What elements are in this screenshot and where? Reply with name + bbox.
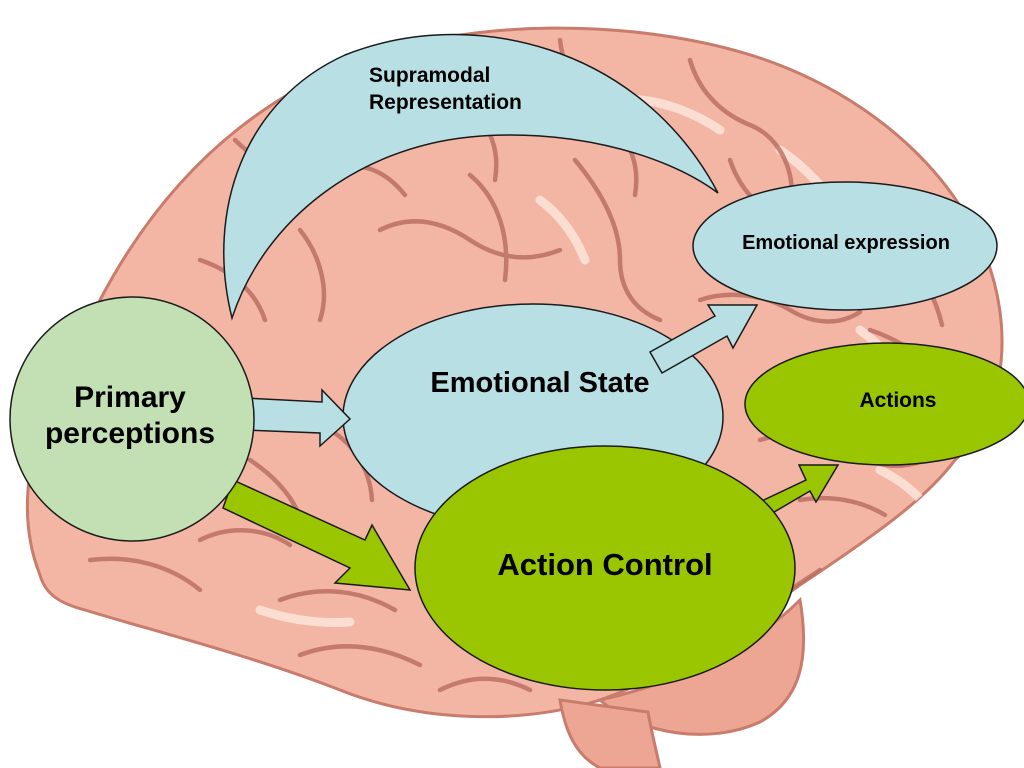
supramodal-label: Supramodal Representation	[369, 62, 522, 117]
supramodal-label-line1: Supramodal	[369, 64, 491, 87]
emotional-state-label: Emotional State	[430, 367, 650, 399]
emotional-expression-label: Emotional expression	[742, 232, 950, 254]
emotional-expression-node	[692, 181, 998, 311]
primary-perceptions-node	[9, 296, 255, 542]
action-control-node	[414, 445, 796, 691]
action-control-label: Action Control	[497, 547, 713, 582]
primary-perceptions-label-line2: perceptions	[44, 417, 216, 450]
actions-label: Actions	[859, 389, 937, 412]
supramodal-label-line2: Representation	[369, 91, 522, 115]
arrow-emotional-state-to-expression	[648, 304, 759, 375]
arrow-perceptions-to-emotional-state	[244, 388, 352, 448]
primary-perceptions-label-line1: Primary	[74, 381, 186, 414]
supramodal-shape	[223, 33, 719, 321]
actions-node	[744, 342, 1024, 466]
brain-stem	[558, 698, 662, 768]
arrow-perceptions-to-action-control	[222, 478, 412, 591]
primary-perceptions-label: Primary perceptions	[10, 380, 250, 452]
